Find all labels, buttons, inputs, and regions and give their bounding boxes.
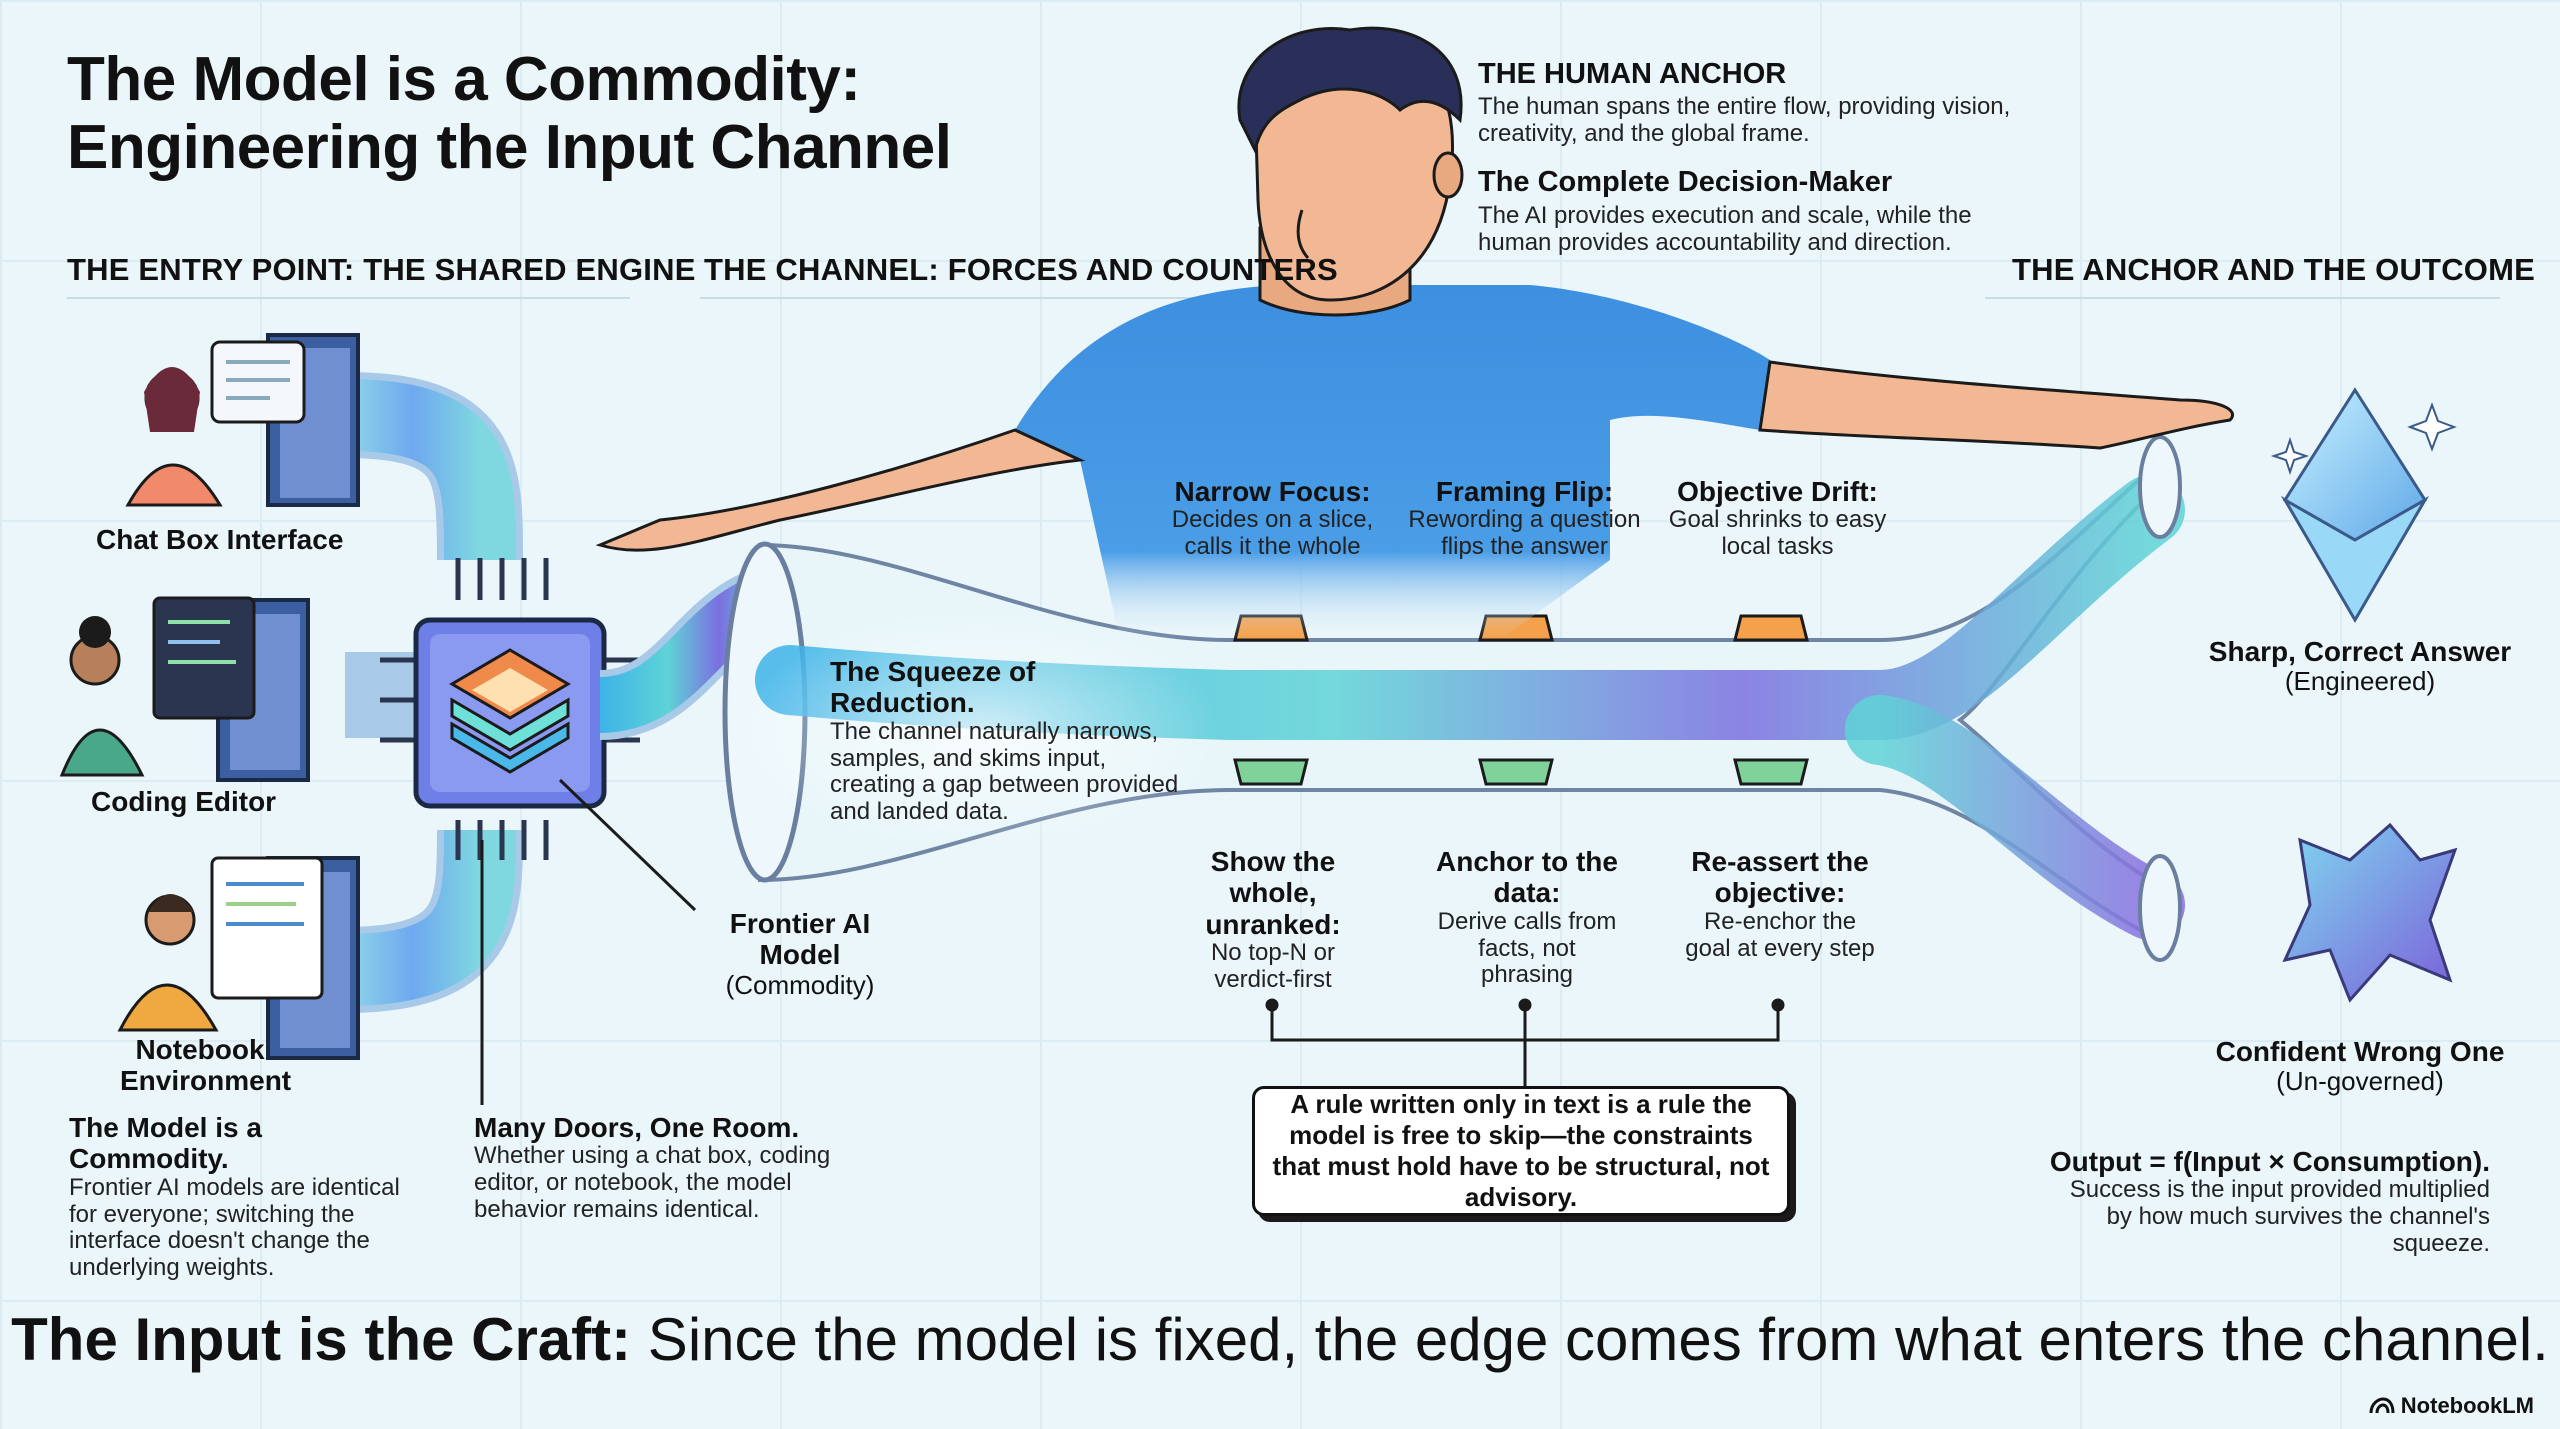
- counter-desc: Re-enchor the goal at every step: [1685, 907, 1875, 962]
- ai-chip: [380, 558, 640, 860]
- model-label: Frontier AI Model: [729, 908, 871, 971]
- correct-answer-label: Sharp, Correct Answer (Engineered): [2200, 636, 2520, 696]
- squeeze-note: The Squeeze of Reduction. The channel na…: [830, 656, 1182, 826]
- wrong-answer-heading: Confident Wrong One: [2215, 1036, 2505, 1067]
- person-notebook: [117, 856, 324, 1032]
- coding-editor-label: Coding Editor: [91, 786, 277, 817]
- counter-desc: No top-N or verdict-first: [1210, 939, 1336, 993]
- page-title: The Model is a Commodity: Engineering th…: [67, 45, 952, 183]
- doors-text: Whether using a chat box, coding editor,…: [474, 1142, 831, 1224]
- commodity-heading: The Model is a Commodity.: [69, 1112, 262, 1175]
- door-coding: [216, 598, 310, 782]
- human-anchor-figure: [595, 26, 2234, 640]
- force-name: Framing Flip:: [1435, 476, 1614, 507]
- model-label-block: Frontier AI Model (Commodity): [690, 908, 910, 1000]
- counter-anchor-data: Anchor to the data: Derive calls from fa…: [1432, 846, 1622, 989]
- logo-text: NotebookLM: [2400, 1393, 2534, 1418]
- human-anchor-heading: THE HUMAN ANCHOR: [1478, 58, 1787, 90]
- bottom-tagline: The Input is the Craft: Since the model …: [0, 1310, 2560, 1370]
- force-desc: Decides on a slice, calls it the whole: [1171, 506, 1374, 561]
- counters-bracket: [1265, 998, 1785, 1086]
- model-sublabel: (Commodity): [725, 969, 875, 1000]
- output-heading: Output = f(Input × Consumption).: [2049, 1146, 2490, 1177]
- section-heading-channel: THE CHANNEL: FORCES AND COUNTERS: [704, 252, 1338, 287]
- section-heading-anchor: THE ANCHOR AND THE OUTCOME: [2012, 252, 2535, 287]
- counter-desc: Derive calls from facts, not phrasing: [1437, 907, 1617, 989]
- correct-answer-sub: (Engineered): [2284, 666, 2436, 697]
- person-chat: [125, 340, 306, 507]
- doors-heading: Many Doors, One Room.: [474, 1112, 800, 1143]
- force-desc: Rewording a question flips the answer: [1408, 506, 1641, 561]
- wrong-answer-sub: (Un-governed): [2276, 1066, 2444, 1097]
- human-anchor-text: The human spans the entire flow, providi…: [1478, 93, 2011, 148]
- structural-rule-box: A rule written only in text is a rule th…: [1252, 1086, 1790, 1216]
- force-name: Narrow Focus:: [1174, 476, 1371, 507]
- correct-answer-crystal: [2270, 387, 2457, 623]
- squeeze-text: The channel naturally narrows, samples, …: [830, 717, 1179, 826]
- correct-answer-heading: Sharp, Correct Answer: [2208, 636, 2512, 667]
- counter-reassert-objective: Re-assert the objective: Re-enchor the g…: [1682, 846, 1878, 962]
- human-anchor-block: THE HUMAN ANCHOR The human spans the ent…: [1478, 58, 2038, 256]
- force-framing-flip: Framing Flip: Rewording a question flips…: [1402, 476, 1647, 561]
- chat-box-label: Chat Box Interface: [96, 524, 344, 555]
- tagline-rest: Since the model is fixed, the edge comes…: [631, 1306, 2549, 1373]
- force-desc: Goal shrinks to easy local tasks: [1668, 506, 1887, 561]
- title-line-2: Engineering the Input Channel: [67, 113, 952, 183]
- counter-name: Anchor to the data:: [1436, 846, 1618, 909]
- notebooklm-logo: NotebookLM: [2369, 1393, 2534, 1419]
- notebooklm-logo-icon: [2369, 1397, 2395, 1414]
- tagline-bold: The Input is the Craft:: [11, 1306, 632, 1373]
- commodity-note: The Model is a Commodity. Frontier AI mo…: [69, 1112, 409, 1282]
- decision-maker-text: The AI provides execution and scale, whi…: [1478, 201, 1972, 256]
- model-pointer: [558, 778, 697, 912]
- section-heading-entry: THE ENTRY POINT: THE SHARED ENGINE: [67, 252, 696, 287]
- counter-name: Re-assert the objective:: [1691, 846, 1869, 909]
- commodity-text: Frontier AI models are identical for eve…: [69, 1173, 400, 1282]
- person-coding: [59, 596, 256, 777]
- decision-maker-heading: The Complete Decision-Maker: [1478, 166, 1893, 199]
- force-objective-drift: Objective Drift: Goal shrinks to easy lo…: [1655, 476, 1900, 561]
- title-line-1: The Model is a Commodity:: [67, 45, 861, 114]
- force-narrow-focus: Narrow Focus: Decides on a slice, calls …: [1150, 476, 1395, 561]
- output-text: Success is the input provided multiplied…: [2069, 1176, 2490, 1258]
- output-note: Output = f(Input × Consumption). Success…: [2040, 1146, 2490, 1258]
- force-name: Objective Drift:: [1677, 476, 1878, 507]
- squeeze-heading: The Squeeze of Reduction.: [830, 656, 1036, 719]
- notebook-label: Notebook Environment: [120, 1034, 292, 1097]
- counter-clamps: [1233, 758, 1809, 786]
- counter-name: Show the whole, unranked:: [1205, 846, 1341, 940]
- doors-note: Many Doors, One Room. Whether using a ch…: [474, 1112, 844, 1224]
- wrong-answer-crystal: [2282, 822, 2458, 1003]
- wrong-answer-label: Confident Wrong One (Un-governed): [2210, 1036, 2510, 1096]
- counter-show-whole: Show the whole, unranked: No top-N or ve…: [1182, 846, 1364, 994]
